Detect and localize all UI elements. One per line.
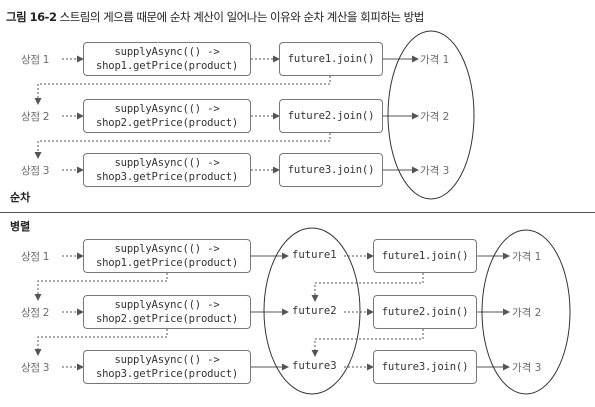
supply-line2: shop2.getPrice(product) bbox=[95, 117, 239, 129]
join-box-3: future3.join() bbox=[373, 350, 477, 384]
supply-line2: shop3.getPrice(product) bbox=[95, 368, 239, 380]
store-label-1: 상점 1 bbox=[21, 54, 50, 66]
sequential-diagram bbox=[34, 30, 475, 200]
supply-line1: supplyAsync(() -> bbox=[114, 103, 220, 115]
section-divider bbox=[0, 212, 595, 213]
price-label-2: 가격 2 bbox=[420, 111, 450, 123]
store-label-1: 상점 1 bbox=[21, 251, 50, 263]
supply-box-2: supplyAsync(() -> shop2.getPrice(product… bbox=[83, 295, 251, 329]
supply-line2: shop2.getPrice(product) bbox=[95, 313, 239, 325]
arrow-p-supply1-to-store2 bbox=[34, 273, 168, 301]
section-label-sequential: 순차 bbox=[10, 191, 31, 204]
supply-line1: supplyAsync(() -> bbox=[114, 299, 220, 311]
ellipse-prices-par bbox=[481, 229, 571, 395]
arrow-join1-to-store2 bbox=[34, 76, 331, 105]
join-label: future3.join() bbox=[287, 164, 375, 176]
store-label-3: 상점 3 bbox=[21, 165, 50, 177]
join-box-1: future1.join() bbox=[373, 239, 477, 273]
figure-caption-text: 스트림의 게으름 때문에 순차 계산이 일어나는 이유와 순차 계산을 회피하는… bbox=[56, 10, 425, 24]
arrow-join2-to-store3 bbox=[34, 133, 331, 159]
supply-box-1: supplyAsync(() -> shop1.getPrice(product… bbox=[83, 239, 251, 273]
join-label: future2.join() bbox=[287, 110, 375, 122]
future-label-3: future3 bbox=[292, 360, 337, 372]
parallel-diagram bbox=[34, 227, 571, 395]
price-label-3: 가격 3 bbox=[420, 165, 450, 177]
figure-caption: 그림 16-2 스트림의 게으름 때문에 순차 계산이 일어나는 이유와 순차 … bbox=[6, 9, 424, 25]
join-label: future1.join() bbox=[381, 250, 469, 262]
arrow-p-join2-to-future3 bbox=[311, 329, 424, 357]
join-box-2: future2.join() bbox=[373, 295, 477, 329]
join-label: future2.join() bbox=[381, 306, 469, 318]
join-box-2: future2.join() bbox=[279, 99, 383, 133]
price-label-2: 가격 2 bbox=[512, 307, 542, 319]
store-label-2: 상점 2 bbox=[21, 307, 50, 319]
supply-line2: shop3.getPrice(product) bbox=[95, 171, 239, 183]
arrow-p-supply2-to-store3 bbox=[34, 329, 168, 356]
supply-line2: shop1.getPrice(product) bbox=[95, 257, 239, 269]
supply-line1: supplyAsync(() -> bbox=[114, 157, 220, 169]
price-label-1: 가격 1 bbox=[420, 54, 450, 66]
ellipse-prices-seq bbox=[387, 30, 475, 200]
supply-line1: supplyAsync(() -> bbox=[114, 243, 220, 255]
supply-box-3: supplyAsync(() -> shop3.getPrice(product… bbox=[83, 153, 251, 187]
ellipse-futures bbox=[263, 227, 361, 395]
join-box-1: future1.join() bbox=[279, 42, 383, 76]
supply-box-3: supplyAsync(() -> shop3.getPrice(product… bbox=[83, 350, 251, 384]
price-label-3: 가격 3 bbox=[512, 362, 542, 374]
store-label-2: 상점 2 bbox=[21, 111, 50, 123]
join-label: future3.join() bbox=[381, 361, 469, 373]
supply-line1: supplyAsync(() -> bbox=[114, 354, 220, 366]
store-label-3: 상점 3 bbox=[21, 362, 50, 374]
future-label-2: future2 bbox=[292, 305, 337, 317]
join-label: future1.join() bbox=[287, 53, 375, 65]
supply-box-2: supplyAsync(() -> shop2.getPrice(product… bbox=[83, 99, 251, 133]
section-label-parallel: 병렬 bbox=[10, 220, 31, 233]
price-label-1: 가격 1 bbox=[512, 251, 542, 263]
supply-box-1: supplyAsync(() -> shop1.getPrice(product… bbox=[83, 42, 251, 76]
future-label-1: future1 bbox=[292, 249, 337, 261]
join-box-3: future3.join() bbox=[279, 153, 383, 187]
figure-number: 그림 16-2 bbox=[6, 10, 57, 24]
supply-line1: supplyAsync(() -> bbox=[114, 46, 220, 58]
arrow-p-join1-to-future2 bbox=[311, 273, 424, 302]
supply-line2: shop1.getPrice(product) bbox=[95, 60, 239, 72]
